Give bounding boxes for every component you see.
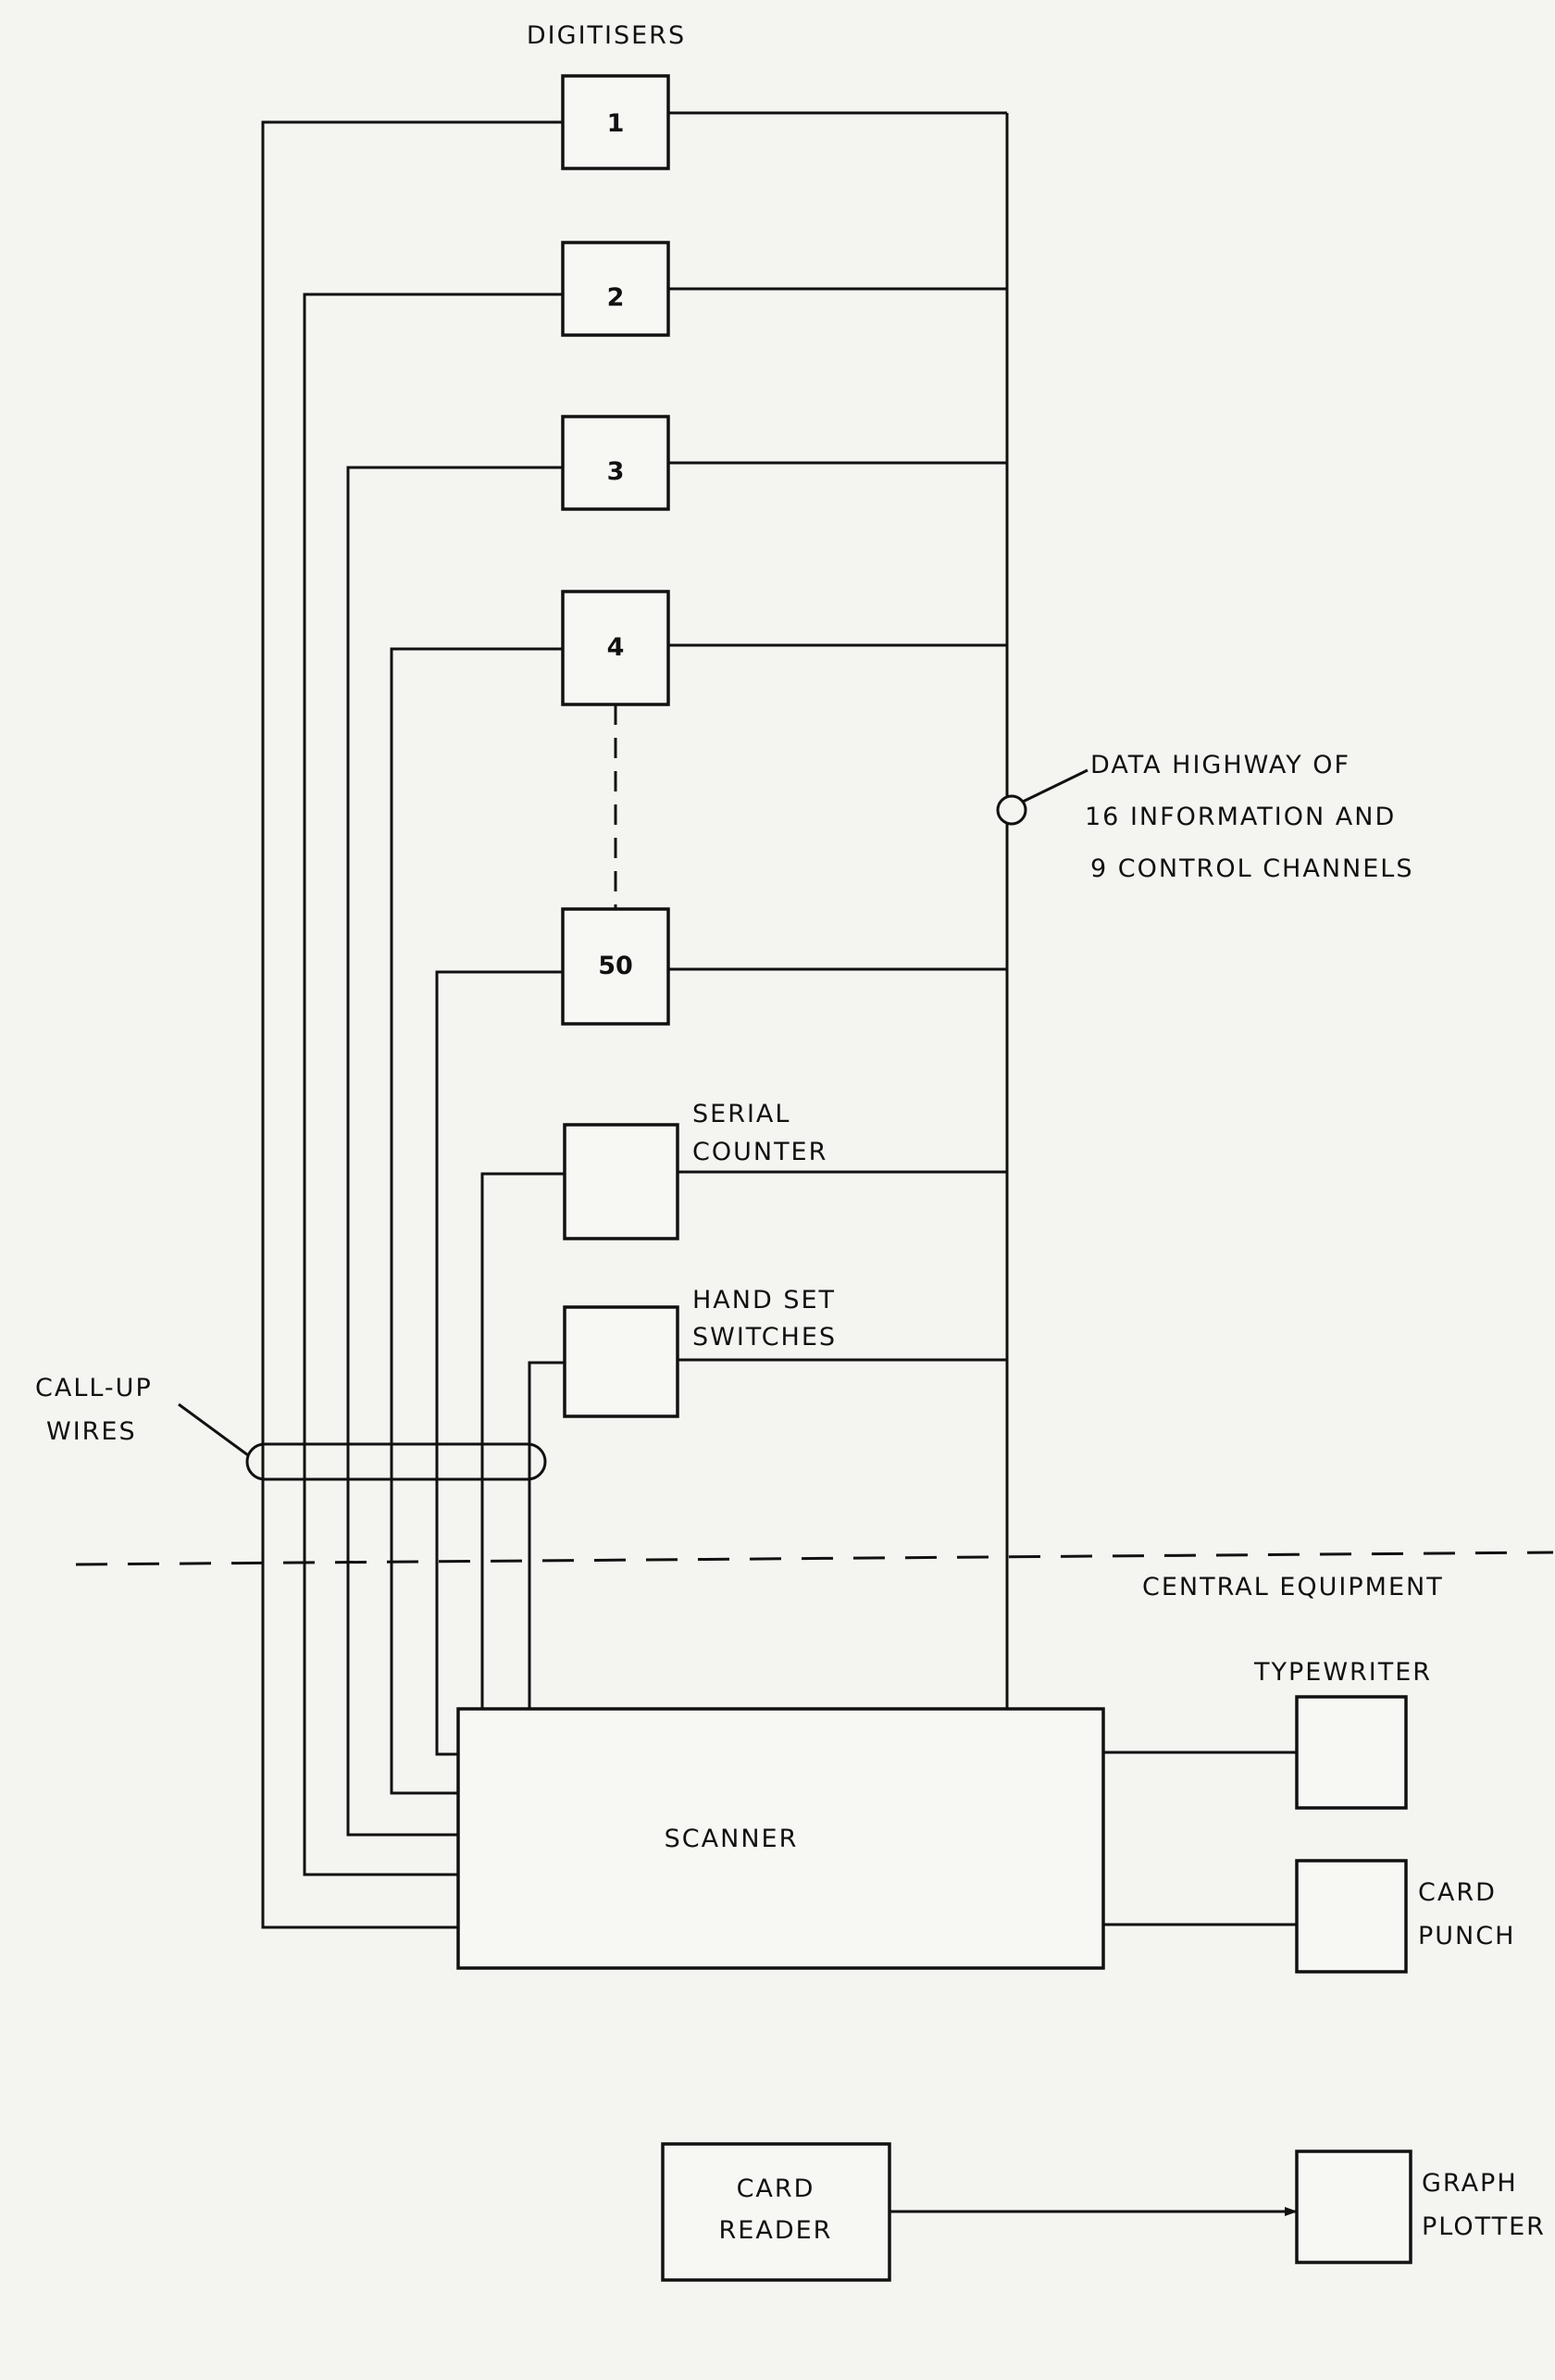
call-up-wire-serial-counter bbox=[480, 1172, 565, 1709]
hand-set-switches-box bbox=[563, 1305, 679, 1418]
hand-set-switches-label-line1: HAND SET bbox=[692, 1286, 836, 1315]
data-highway-label-line1: DATA HIGHWAY OF bbox=[1090, 751, 1350, 779]
digitiser-2-box bbox=[561, 241, 670, 337]
call-up-wires-leader bbox=[178, 1402, 249, 1457]
digitiser-50-label: 50 bbox=[598, 952, 633, 980]
scanner-box bbox=[456, 1707, 1105, 1970]
serial-counter-box bbox=[563, 1123, 679, 1240]
scanner-label: SCANNER bbox=[665, 1825, 799, 1853]
graph-plotter-box bbox=[1295, 2149, 1412, 2264]
graph-plotter-label-line2: PLOTTER bbox=[1422, 2212, 1546, 2241]
serial-counter-label-line1: SERIAL bbox=[692, 1100, 790, 1128]
digitiser-1-label: 1 bbox=[607, 109, 625, 138]
digitiser-1-box bbox=[561, 74, 670, 170]
digitiser-4-box bbox=[561, 590, 670, 706]
data-highway-marker bbox=[996, 794, 1027, 826]
typewriter-label: TYPEWRITER bbox=[1253, 1658, 1432, 1687]
call-up-wire-50 bbox=[435, 970, 563, 1756]
digitiser-3-label: 3 bbox=[607, 457, 625, 486]
typewriter-box bbox=[1295, 1695, 1408, 1810]
call-up-wire-4 bbox=[390, 647, 563, 1795]
data-highway-leader bbox=[1022, 768, 1088, 804]
call-up-wires-bundle bbox=[245, 1442, 547, 1481]
graph-plotter-label-line1: GRAPH bbox=[1422, 2169, 1518, 2198]
digitiser-4-label: 4 bbox=[607, 633, 625, 662]
call-up-wire-1 bbox=[261, 120, 563, 1929]
data-highway-label-line3: 9 CONTROL CHANNELS bbox=[1090, 854, 1413, 883]
digitisers-heading: DIGITISERS bbox=[527, 21, 686, 50]
card-reader-label-line2: READER bbox=[719, 2216, 833, 2245]
digitiser-2-label: 2 bbox=[607, 283, 625, 312]
call-up-wires-label-line1: CALL-UP bbox=[35, 1374, 153, 1402]
call-up-wire-3 bbox=[346, 466, 563, 1837]
card-reader-box bbox=[661, 2142, 891, 2282]
serial-counter-label-line2: COUNTER bbox=[692, 1138, 827, 1166]
central-equipment-label: CENTRAL EQUIPMENT bbox=[1142, 1573, 1444, 1601]
card-reader-label-line1: CARD bbox=[737, 2174, 815, 2203]
call-up-wire-hand-set bbox=[528, 1361, 565, 1709]
call-up-wires-label-line2: WIRES bbox=[46, 1417, 137, 1446]
card-punch-label-line2: PUNCH bbox=[1418, 1922, 1515, 1950]
card-punch-box bbox=[1295, 1859, 1408, 1974]
data-highway-label-line2: 16 INFORMATION AND bbox=[1085, 803, 1396, 831]
hand-set-switches-label-line2: SWITCHES bbox=[692, 1323, 837, 1352]
card-punch-label-line1: CARD bbox=[1418, 1878, 1497, 1907]
digitiser-50-box bbox=[561, 907, 670, 1026]
digitiser-3-box bbox=[561, 415, 670, 511]
call-up-wire-2 bbox=[303, 293, 563, 1876]
central-equipment-divider bbox=[75, 1551, 1554, 1566]
